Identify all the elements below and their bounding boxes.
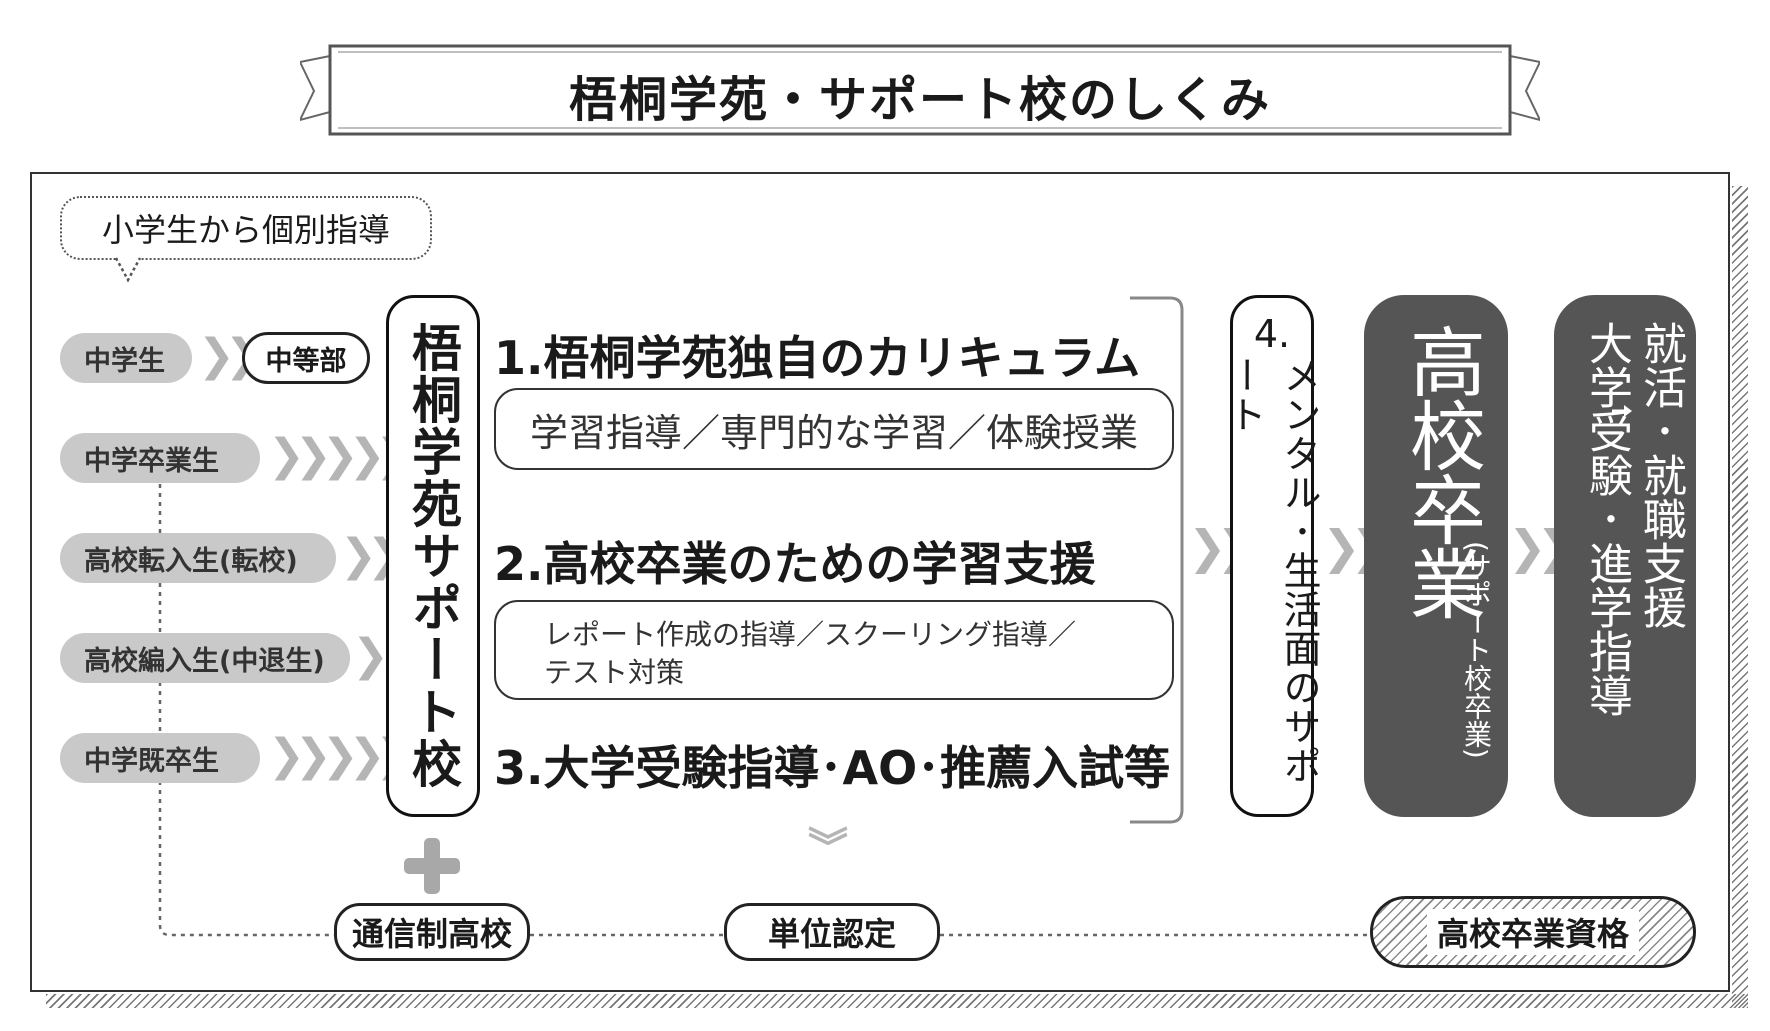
graduation-main: 高校卒業 [1397,323,1486,619]
career-job-support: 就活･就職支援 [1635,321,1686,629]
plus-icon [404,838,460,894]
speech-bubble: 小学生から個別指導 [60,196,432,260]
credit-certification-badge: 単位認定 [724,903,940,961]
mental-support-number: 4. [1253,312,1291,356]
curriculum-item-2: 2.高校卒業のための学習支援 [494,537,1096,591]
career-university-guidance: 大学受験･進学指導 [1581,321,1632,717]
arrow-right-icon [1612,405,1632,417]
student-middle-graduate: 中学卒業生 [60,433,260,483]
curriculum-item-2-detail-line2: テスト対策 [544,656,685,689]
bubble-tail-icon [114,256,142,283]
frame-shadow-right [1732,186,1748,1008]
curriculum-item-1-detail: 学習指導／専門的な学習／体験授業 [529,410,1138,455]
curriculum-item-1-detail-box: 学習指導／専門的な学習／体験授業 [494,388,1174,470]
curriculum-item-2-detail-box: レポート作成の指導／スクーリング指導／ テスト対策 [494,600,1174,700]
support-school-label: 梧桐学苑サポート校 [404,322,462,790]
frame-shadow-bottom [46,994,1748,1008]
student-former-graduate: 中学既卒生 [60,733,260,783]
support-school-column: 梧桐学苑サポート校 [386,295,480,817]
page-title: 梧桐学苑・サポート校のしくみ [569,72,1271,128]
graduation-column: 高校卒業 (サポート校卒業) [1364,295,1508,817]
curriculum-item-2-detail-line1: レポート作成の指導／スクーリング指導／ [544,618,1077,651]
mental-support-label: メンタル･生活面のサポート [1222,356,1321,785]
curriculum-item-1: 1.梧桐学苑独自のカリキュラム [494,331,1141,385]
curriculum-item-3: 3.大学受験指導･AO･推薦入試等 [494,741,1171,795]
chevron-right-icon: ❯ [352,630,389,681]
mental-support-column: 4. メンタル･生活面のサポート [1222,295,1321,817]
title-banner [300,44,1540,136]
diploma-qualification-label: 高校卒業資格 [1426,909,1639,955]
student-transfer: 高校転入生(転校) [60,533,336,583]
correspondence-school-badge: 通信制高校 [334,903,530,961]
career-column: 就活･就職支援 大学受験･進学指導 [1554,295,1696,817]
middle-dept-badge: 中等部 [242,332,370,384]
student-middle-school: 中学生 [60,333,192,383]
diploma-qualification-badge: 高校卒業資格 [1370,896,1696,968]
student-readmission: 高校編入生(中退生) [60,633,350,683]
graduation-sub: (サポート校卒業) [1460,541,1493,759]
chevron-down-icon: ︾ [808,825,848,871]
